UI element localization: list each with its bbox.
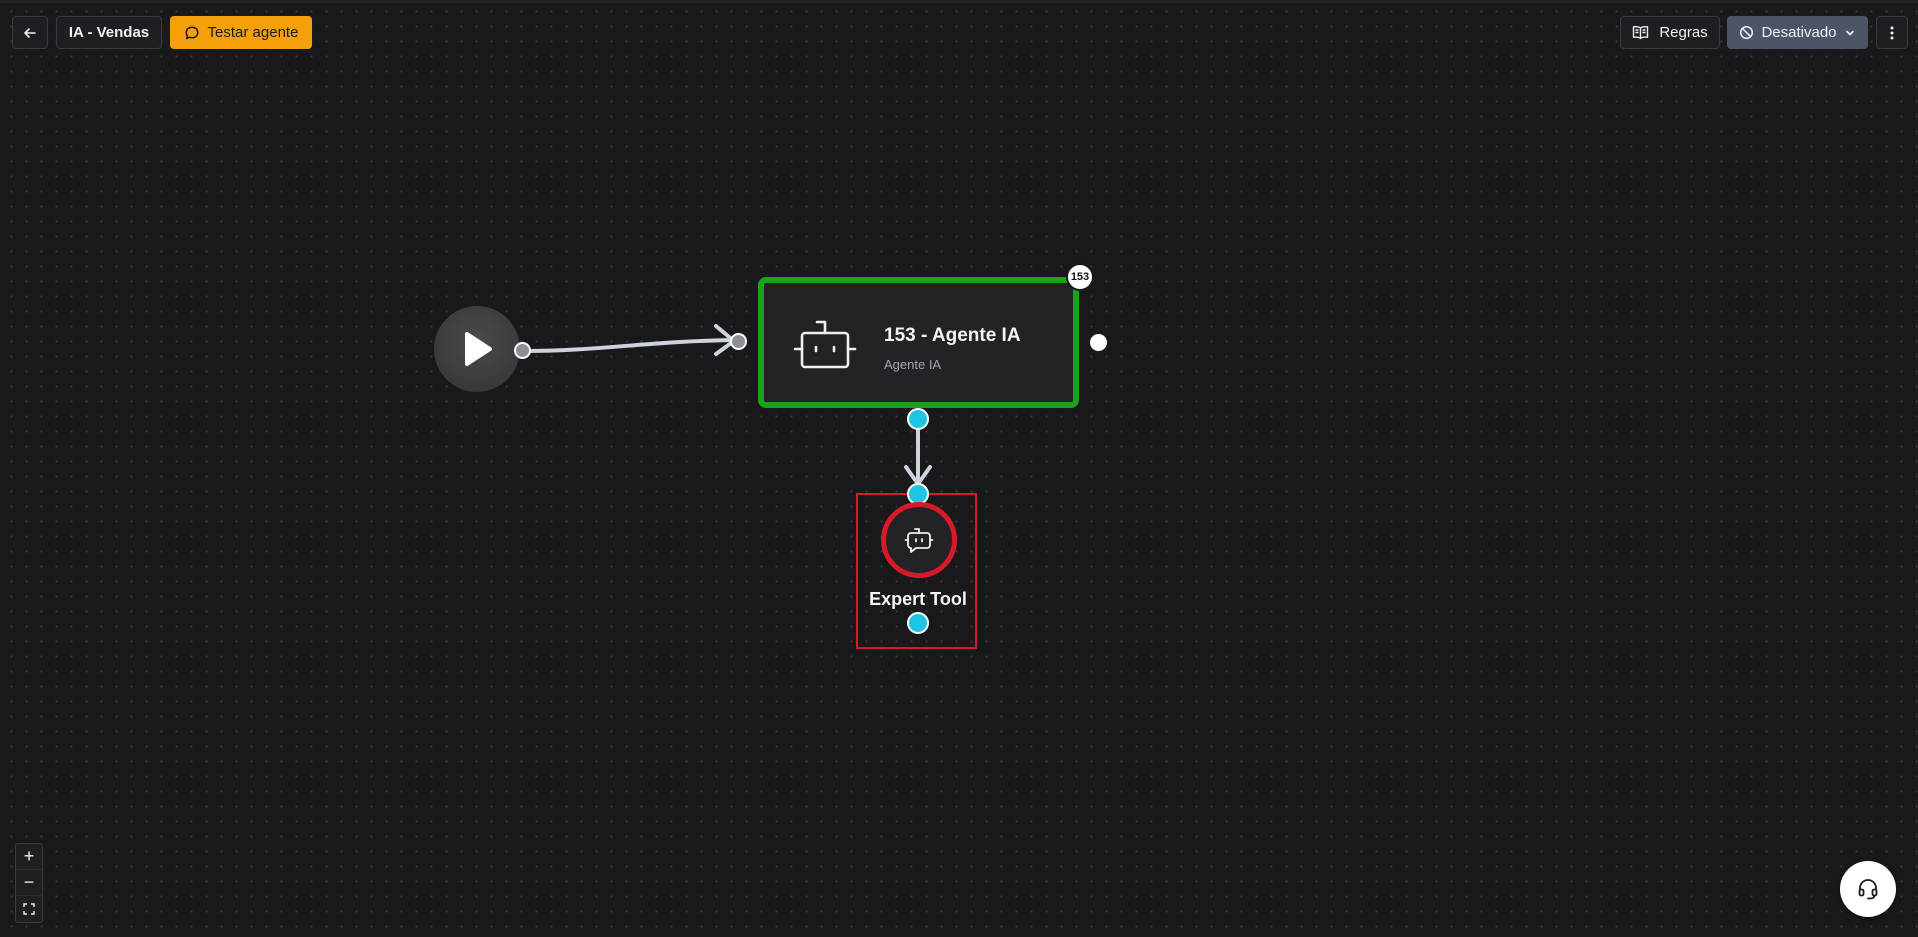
agent-node[interactable]: 153 - Agente IA Agente IA	[758, 277, 1079, 408]
robot-icon	[793, 320, 857, 369]
agent-output-handle[interactable]	[1090, 334, 1107, 351]
more-options-button[interactable]	[1876, 16, 1908, 49]
ban-icon	[1740, 25, 1754, 40]
agent-tool-handle[interactable]	[907, 408, 929, 430]
bot-message-icon	[904, 528, 934, 553]
chevron-down-icon	[1845, 30, 1854, 35]
test-agent-label: Testar agente	[207, 24, 299, 41]
fullscreen-icon	[23, 903, 35, 915]
headset-icon	[1858, 879, 1878, 900]
flow-title-button[interactable]: IA - Vendas	[56, 16, 162, 49]
agent-node-badge: 153	[1066, 263, 1094, 291]
help-button[interactable]	[1840, 861, 1896, 917]
zoom-out-button[interactable]: −	[16, 870, 42, 896]
flow-title: IA - Vendas	[68, 24, 150, 41]
tool-output-handle[interactable]	[907, 612, 929, 634]
chat-bubble-icon	[184, 25, 199, 39]
start-output-handle[interactable]	[514, 342, 531, 359]
expert-tool-label: Expert Tool	[869, 589, 967, 609]
expert-tool-node[interactable]	[881, 502, 957, 578]
fit-view-button[interactable]	[16, 896, 42, 922]
rules-button[interactable]: Regras	[1620, 16, 1720, 49]
status-dropdown[interactable]: Desativado	[1727, 16, 1868, 49]
arrow-left-icon	[24, 27, 36, 38]
status-label: Desativado	[1761, 24, 1837, 41]
agent-node-icon	[792, 316, 858, 377]
play-icon	[465, 332, 492, 366]
zoom-controls: + −	[15, 843, 43, 923]
top-divider	[0, 0, 1918, 3]
rules-label: Regras	[1659, 24, 1708, 41]
more-vertical-icon	[1890, 26, 1894, 39]
start-node[interactable]	[434, 306, 520, 392]
agent-input-handle[interactable]	[730, 333, 747, 350]
back-button[interactable]	[12, 16, 48, 49]
agent-node-subtitle: Agente IA	[884, 357, 942, 372]
book-open-icon	[1633, 25, 1649, 40]
zoom-in-button[interactable]: +	[16, 844, 42, 870]
test-agent-button[interactable]: Testar agente	[170, 16, 312, 49]
agent-node-title: 153 - Agente IA	[884, 325, 1021, 346]
